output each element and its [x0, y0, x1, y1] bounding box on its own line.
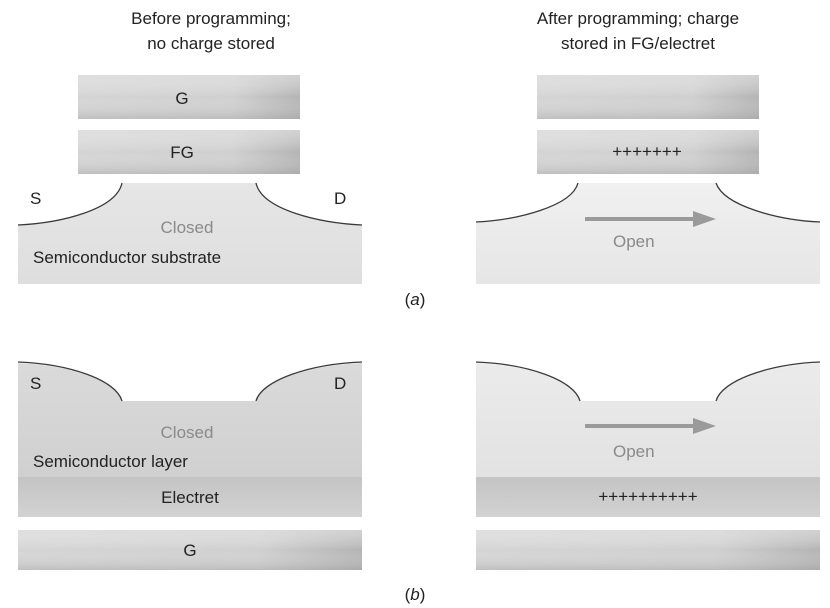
substrate-label: Semiconductor substrate	[33, 248, 221, 267]
source-label-b: S	[30, 374, 41, 393]
electret-layer-charged	[476, 477, 820, 517]
drain-junction-programmed	[715, 182, 821, 223]
source-junction-b	[17, 361, 123, 402]
drain-junction-b	[255, 361, 363, 402]
right-header-line2: stored in FG/electret	[561, 34, 715, 53]
gate-label: G	[175, 89, 188, 108]
electret-layer	[18, 477, 362, 517]
right-header-line1: After programming; charge	[537, 9, 739, 28]
fg-label: FG	[170, 143, 194, 162]
stored-charge-b: ++++++++++	[598, 487, 697, 506]
source-junction-b-programmed	[475, 361, 581, 402]
drain-label-b: D	[334, 374, 346, 393]
caption-b: (b)	[405, 585, 426, 604]
panel-b-right: Open ++++++++++	[475, 361, 821, 570]
semiconductor-layer	[18, 363, 362, 477]
closed-label-b: Closed	[161, 423, 214, 442]
closed-label: Closed	[161, 218, 214, 237]
open-label-b: Open	[613, 442, 655, 461]
layer-label: Semiconductor layer	[33, 452, 188, 471]
channel-current-arrow	[585, 211, 716, 227]
panel-a-left: G FG S D Closed Semiconductor substrate	[17, 75, 363, 284]
channel-current-arrow-b	[585, 418, 716, 434]
left-header-line1: Before programming;	[131, 9, 291, 28]
electret-label: Electret	[161, 488, 219, 507]
panel-a-right: +++++++ Open	[475, 75, 821, 284]
semiconductor-layer-programmed	[476, 363, 820, 477]
drain-junction	[255, 182, 363, 226]
stored-charge: +++++++	[612, 142, 682, 161]
substrate-programmed	[476, 183, 820, 284]
source-label: S	[30, 189, 41, 208]
bottom-gate-label: G	[183, 541, 196, 560]
semiconductor-substrate	[18, 183, 362, 284]
source-junction	[17, 182, 123, 226]
panel-b-left: S D Closed Semiconductor layer Electret …	[17, 361, 363, 570]
source-junction-programmed	[475, 182, 579, 223]
open-label: Open	[613, 232, 655, 251]
drain-label: D	[334, 189, 346, 208]
caption-a: (a)	[405, 290, 426, 309]
drain-junction-b-programmed	[715, 361, 821, 402]
left-header-line2: no charge stored	[147, 34, 275, 53]
